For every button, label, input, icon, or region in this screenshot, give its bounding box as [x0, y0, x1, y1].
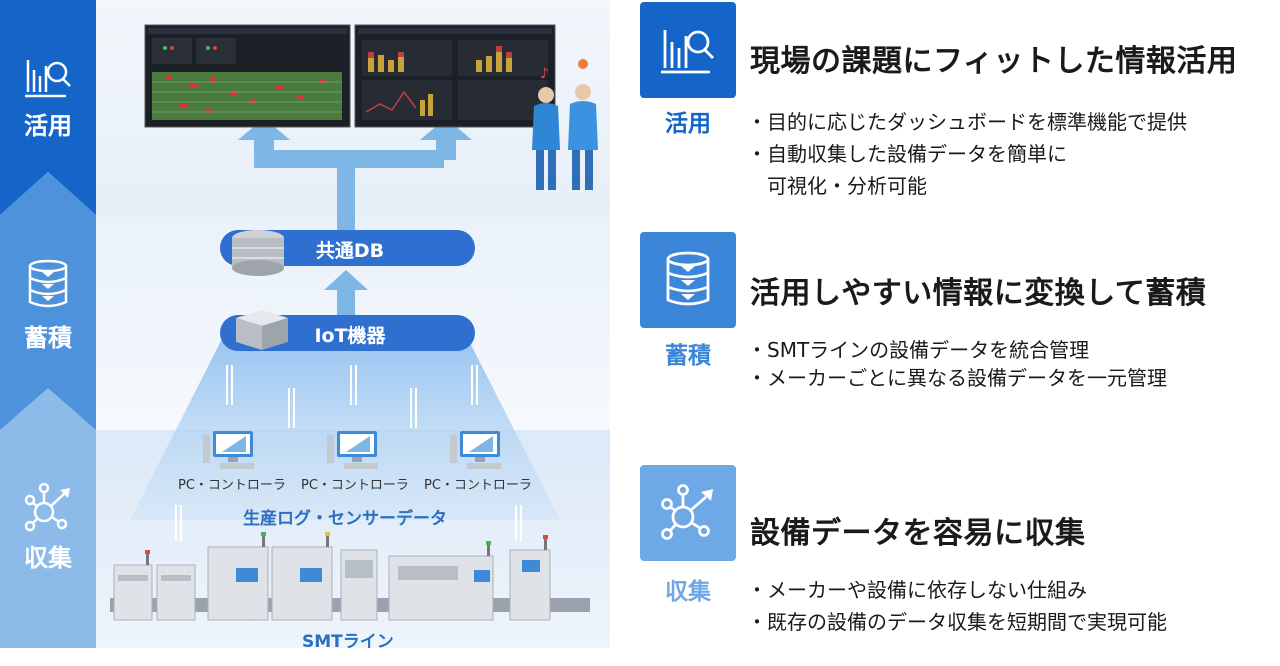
section-store-title: 活用しやすい情報に変換して蓄積	[750, 276, 1207, 311]
pc-controllers	[203, 431, 501, 469]
section-store-bullet-2: ・メーカーごとに異なる設備データを一元管理	[747, 366, 1167, 390]
section-use-stage: 活用	[665, 111, 711, 137]
iot-device	[220, 310, 475, 351]
section-store-bullet-1: ・SMTラインの設備データを統合管理	[747, 338, 1090, 362]
pc-controller-label-3: PC・コントローラ	[424, 478, 532, 493]
chart-search-icon	[25, 60, 71, 98]
dashboard-monitor-right	[354, 24, 556, 128]
smt-line-machines	[110, 532, 590, 621]
pc-controller-label-2: PC・コントローラ	[301, 478, 409, 493]
section-use-chart-search-icon	[661, 30, 714, 74]
stage-label-store: 蓄積	[24, 324, 72, 352]
common-db-label: 共通DB	[315, 240, 385, 262]
svg-text:♪: ♪	[540, 66, 549, 82]
database-icon	[28, 259, 68, 308]
section-collect-bullet-1: ・メーカーや設備に依存しない仕組み	[747, 578, 1087, 602]
iot-device-label: IoT機器	[314, 325, 386, 347]
section-use-bullet-1: ・目的に応じたダッシュボードを標準機能で提供	[747, 110, 1187, 134]
data-type-label: 生産ログ・センサーデータ	[243, 509, 447, 529]
pc-controller-label-1: PC・コントローラ	[178, 478, 286, 493]
section-collect-stage: 収集	[665, 579, 711, 605]
section-store-database-icon	[666, 251, 710, 306]
stage-label-use: 活用	[24, 112, 72, 140]
section-collect-title: 設備データを容易に収集	[750, 516, 1086, 551]
section-use-bullet-2: ・自動収集した設備データを簡単に	[747, 142, 1067, 166]
dashboard-monitor-left	[144, 24, 351, 128]
workers-figure: ♪	[532, 59, 598, 190]
network-nodes-icon	[24, 482, 70, 532]
section-store-stage: 蓄積	[665, 343, 711, 369]
stage-label-collect: 収集	[24, 544, 72, 572]
section-use-title: 現場の課題にフィットした情報活用	[750, 44, 1238, 79]
section-collect-network-nodes-icon	[661, 484, 713, 540]
database-cylinder	[220, 230, 475, 276]
section-use-bullet-3: 可視化・分析可能	[747, 174, 927, 198]
section-collect-bullet-2: ・既存の設備のデータ収集を短期間で実現可能	[747, 610, 1167, 634]
smt-line-label: SMTライン	[302, 632, 394, 652]
